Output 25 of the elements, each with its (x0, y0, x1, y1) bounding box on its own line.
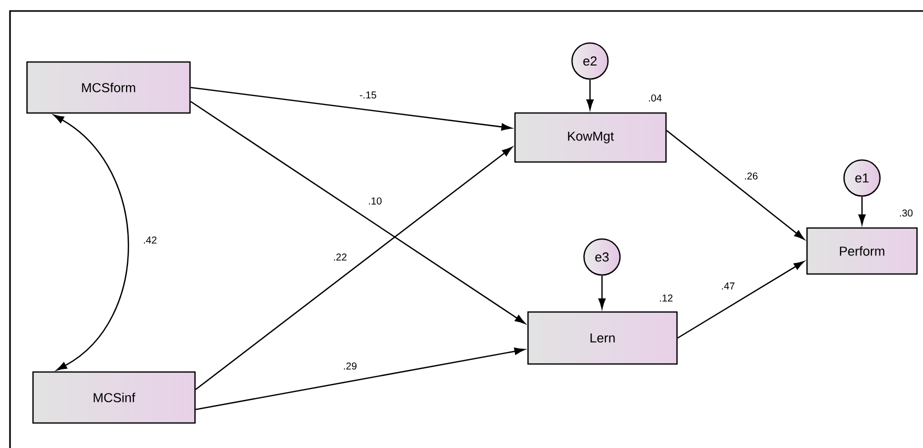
edge-label: .26 (743, 171, 759, 181)
squared-multiple-correlation: .12 (660, 294, 672, 302)
variable-box: MCSform (26, 61, 191, 114)
variable-box: Perform (806, 227, 918, 275)
edge-label: .29 (342, 361, 358, 371)
variable-box: MCSinf (32, 371, 196, 424)
edge-label: .22 (332, 252, 348, 262)
path-arrow (196, 348, 525, 410)
path-arrow (586, 80, 594, 110)
variable-box: KowMgt (514, 112, 667, 163)
variable-box: Lern (527, 311, 678, 365)
squared-multiple-correlation: .04 (648, 94, 662, 102)
path-arrow (190, 100, 526, 324)
edge-label: .42 (142, 236, 158, 244)
path-arrow (598, 276, 606, 309)
path-arrow (666, 130, 804, 240)
squared-multiple-correlation: .30 (900, 209, 913, 217)
path-arrow (195, 146, 512, 390)
edge-label: .47 (720, 282, 736, 290)
path-arrow (858, 196, 866, 225)
edge-label: .10 (367, 196, 383, 206)
edge-label: -.15 (358, 90, 378, 100)
path-arrow (677, 261, 804, 339)
covariance-arrow (54, 114, 130, 370)
path-arrow (190, 86, 512, 131)
